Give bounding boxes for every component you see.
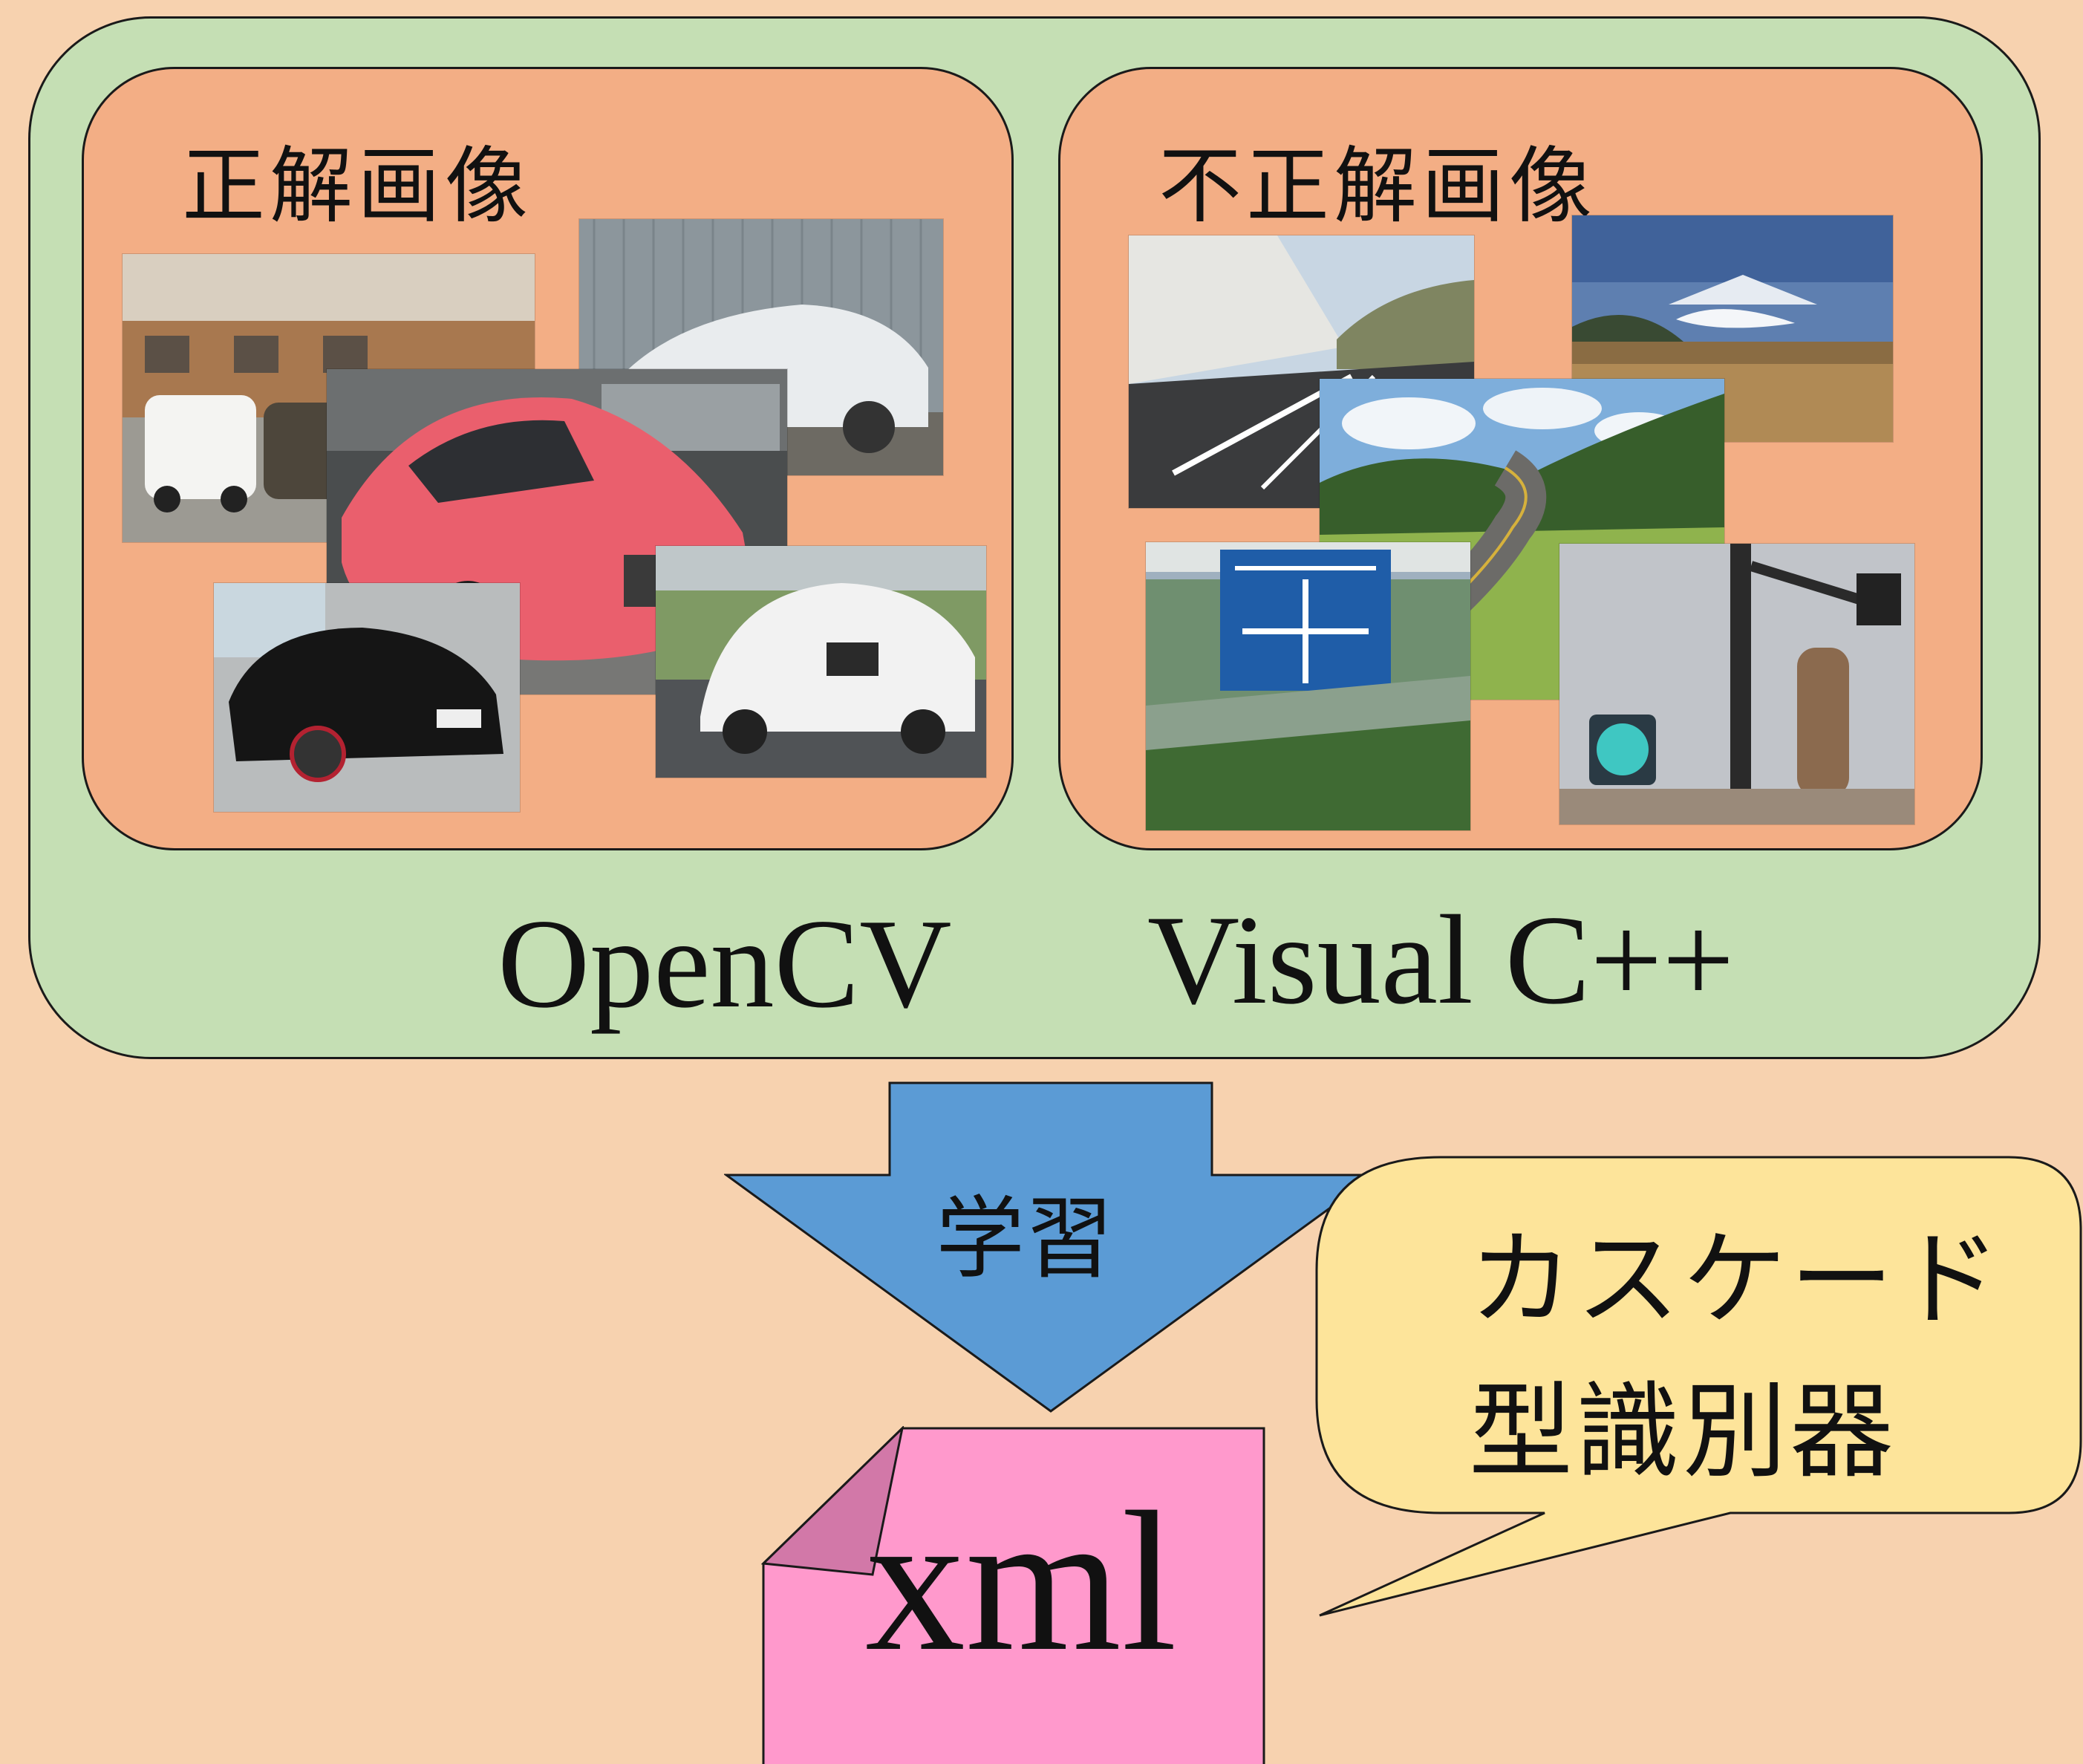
visual-cpp-label: Visual C++ [1147, 890, 1735, 1031]
callout-line-1: カスケード [1469, 1220, 2004, 1341]
callout-line-2: 型識別器 [1469, 1372, 1897, 1493]
photo-white-hatchback [656, 546, 986, 778]
photo-black-sedan [214, 583, 520, 812]
negative-images-title: 不正解画像 [1158, 138, 1597, 235]
positive-images-title: 正解画像 [182, 138, 532, 235]
photo-traffic-light [1559, 544, 1914, 824]
xml-document-shape [761, 1426, 1265, 1764]
photo-road-sign [1146, 542, 1470, 830]
learning-arrow [724, 1081, 1378, 1413]
callout-bubble [1315, 1156, 2082, 1617]
opencv-label: OpenCV [498, 894, 952, 1035]
photo-tunnel-road [1129, 235, 1474, 508]
learning-label: 学習 [936, 1188, 1114, 1291]
xml-label: xml [865, 1471, 1178, 1693]
